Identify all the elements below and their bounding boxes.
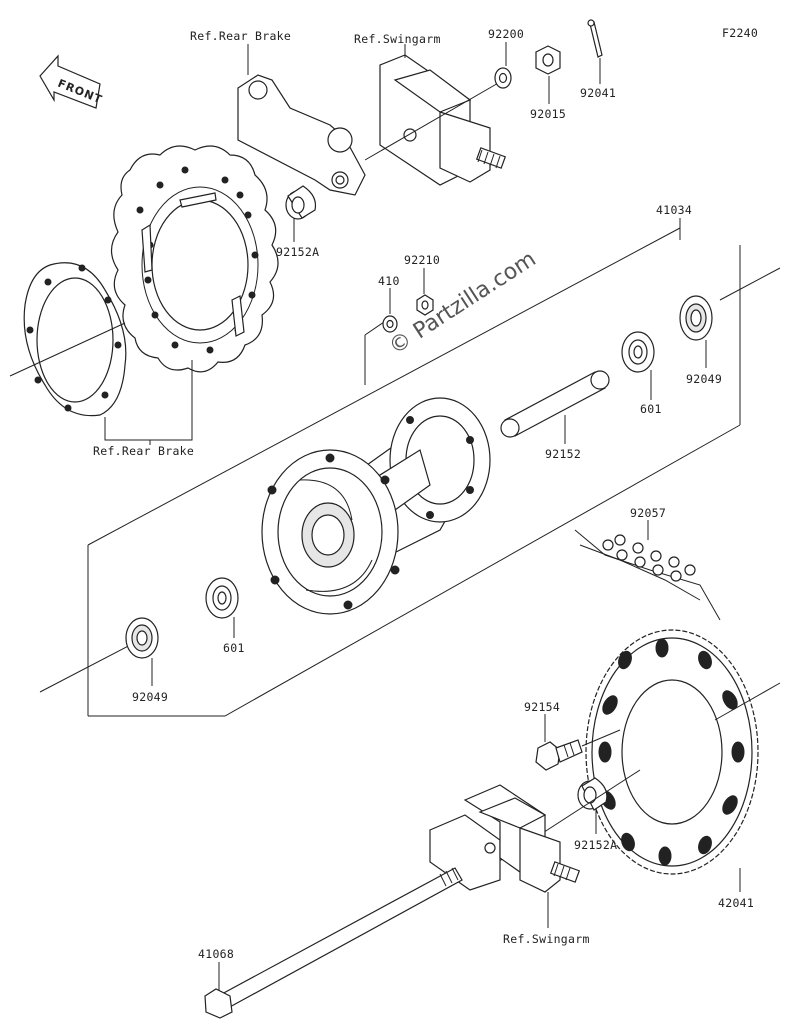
disc-axis-line bbox=[9, 322, 126, 377]
label-92152a-bottom: 92152A bbox=[574, 838, 617, 852]
label-601-left: 601 bbox=[223, 641, 245, 655]
part-92154-bolt bbox=[535, 739, 583, 771]
label-41068: 41068 bbox=[198, 947, 234, 961]
brake-disc bbox=[110, 145, 279, 373]
label-ref-swingarm-bottom: Ref.Swingarm bbox=[503, 932, 590, 946]
front-arrow-icon: FRONT bbox=[39, 54, 104, 109]
part-92041-cotter-pin bbox=[587, 19, 603, 58]
label-92041: 92041 bbox=[580, 86, 616, 100]
sprocket-axis-line bbox=[714, 682, 781, 721]
part-92152-spacer bbox=[500, 370, 610, 438]
part-92210-nut bbox=[416, 294, 434, 316]
label-601-right: 601 bbox=[640, 402, 662, 416]
swingarm-chain-adjuster-top bbox=[379, 54, 507, 186]
part-410-washer bbox=[382, 315, 398, 333]
label-92152a-top: 92152A bbox=[276, 245, 319, 259]
part-92152a-collar-bottom bbox=[577, 777, 608, 811]
assembly-outline bbox=[39, 218, 781, 717]
label-92154: 92154 bbox=[524, 700, 560, 714]
swingarm-chain-adjuster-bottom bbox=[429, 784, 581, 893]
part-92200-washer bbox=[494, 67, 512, 89]
part-42041-sprocket bbox=[585, 629, 759, 875]
label-92015: 92015 bbox=[530, 107, 566, 121]
label-92152: 92152 bbox=[545, 447, 581, 461]
rear-brake-bracket bbox=[237, 74, 366, 196]
part-92049-seal-right bbox=[679, 295, 713, 341]
rear-hub bbox=[261, 397, 491, 615]
label-92200: 92200 bbox=[488, 27, 524, 41]
label-410: 410 bbox=[378, 274, 400, 288]
figure-code: F2240 bbox=[722, 26, 758, 40]
label-ref-rear-brake-top: Ref.Rear Brake bbox=[190, 29, 291, 43]
disc-gasket bbox=[23, 262, 127, 417]
label-ref-rear-brake-bottom: Ref.Rear Brake bbox=[93, 444, 194, 458]
label-92210: 92210 bbox=[404, 253, 440, 267]
part-92057-chain bbox=[574, 529, 721, 621]
part-92015-castle-nut bbox=[535, 45, 561, 75]
part-41068-axle bbox=[204, 867, 463, 1019]
label-92057: 92057 bbox=[630, 506, 666, 520]
label-42041: 42041 bbox=[718, 896, 754, 910]
label-41034: 41034 bbox=[656, 203, 692, 217]
part-601-bearing-right bbox=[621, 331, 655, 373]
label-ref-swingarm-top: Ref.Swingarm bbox=[354, 32, 441, 46]
leader-ref-rear-brake-bottom bbox=[104, 412, 193, 441]
part-92152a-collar-top bbox=[285, 185, 317, 220]
part-92049-seal-left bbox=[125, 617, 159, 659]
label-92049-right: 92049 bbox=[686, 372, 722, 386]
part-601-bearing-left bbox=[205, 577, 239, 619]
label-92049-left: 92049 bbox=[132, 690, 168, 704]
axle-axis-top bbox=[364, 81, 501, 161]
